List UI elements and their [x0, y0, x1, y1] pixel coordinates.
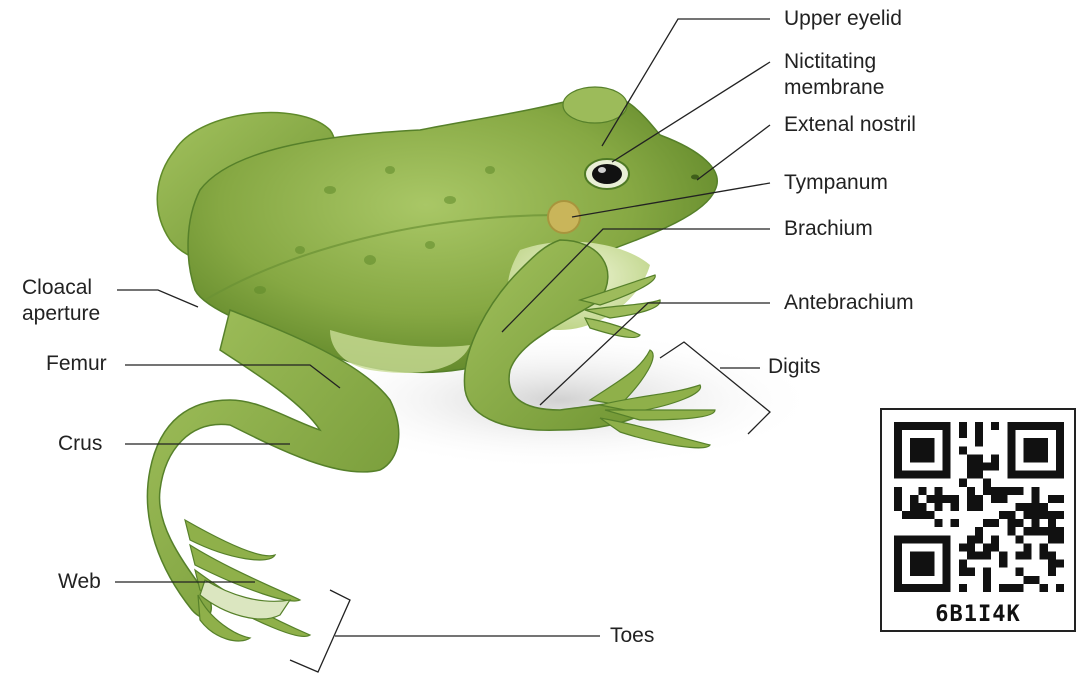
- frog-pupil: [592, 164, 622, 184]
- label-toes: Toes: [610, 624, 654, 648]
- qr-code-icon: [894, 422, 1064, 592]
- label-upper-eyelid: Upper eyelid: [784, 7, 902, 31]
- label-cloacal-2: aperture: [22, 302, 100, 326]
- leader-cloacal: [117, 290, 198, 307]
- label-brachium: Brachium: [784, 217, 873, 241]
- label-femur: Femur: [46, 352, 107, 376]
- hind-foot: [185, 520, 310, 641]
- label-crus: Crus: [58, 432, 102, 456]
- label-digits: Digits: [768, 355, 821, 379]
- label-external-nostril: Extenal nostril: [784, 113, 916, 137]
- label-nictitating-2: membrane: [784, 76, 884, 100]
- label-tympanum: Tympanum: [784, 171, 888, 195]
- label-web: Web: [58, 570, 101, 594]
- label-cloacal-1: Cloacal: [22, 276, 92, 300]
- qr-code-box[interactable]: 6B1I4K: [880, 408, 1076, 632]
- label-antebrachium: Antebrachium: [784, 291, 914, 315]
- label-nictitating-1: Nictitating: [784, 50, 876, 74]
- head-bump: [563, 87, 627, 123]
- leader-nostril: [697, 125, 770, 180]
- qr-caption: 6B1I4K: [882, 602, 1074, 627]
- eye-highlight: [598, 167, 606, 173]
